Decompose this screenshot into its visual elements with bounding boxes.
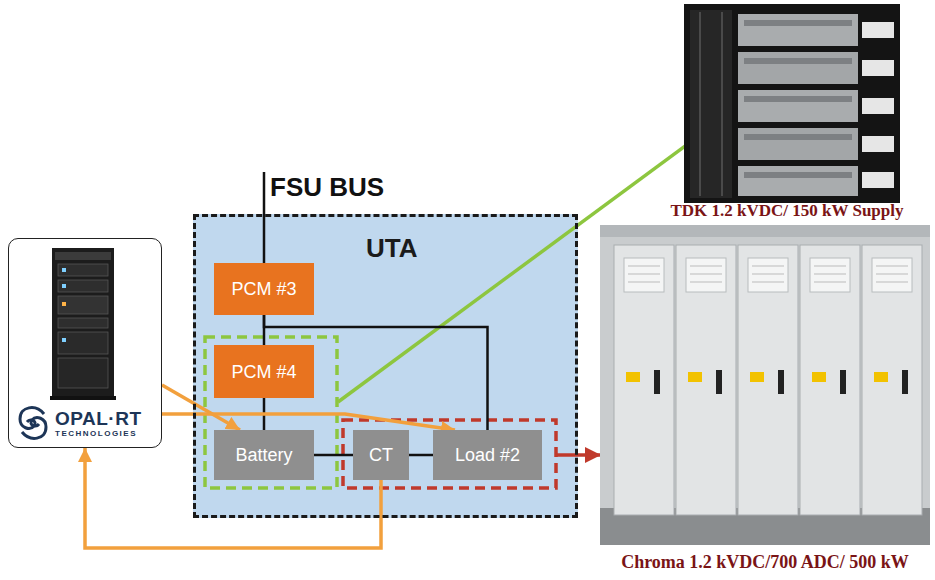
load-group-outline [343,420,556,488]
component-box: Battery [214,430,314,480]
bus-line [263,172,266,263]
logo-symbol [20,408,46,439]
box-label: CT [369,444,393,466]
load-cabinet-photo [600,225,930,545]
region-title: UTA [366,233,575,263]
logo-text: OPAL·RT [55,409,142,429]
connector [314,454,353,457]
component-box: Load #2 [433,430,542,480]
pointer-arrow [557,453,600,457]
photo-caption: TDK 1.2 kVDC/ 150 kW Supply [670,201,903,221]
power-module-box: PCM #3 [214,263,314,315]
box-label: Battery [235,444,292,466]
rack-illustration [50,248,116,400]
bus-name: FSU BUS [270,172,384,202]
connector [162,414,455,430]
component-box: CT [353,430,409,480]
photo-caption: Chroma 1.2 kVDC/700 ADC/ 500 kW [621,551,909,573]
simulator-box: OPAL·RTTECHNOLOGIES [8,238,162,448]
box-label: PCM #4 [231,361,296,383]
box-label: PCM #3 [231,278,296,300]
logo-text: TECHNOLOGIES [55,429,137,439]
connector [409,454,433,457]
testbed-region: UTA PCM #3 PCM #4 Battery CT Load #2 [193,214,578,518]
power-module-box: PCM #4 [214,345,314,398]
box-label: Load #2 [455,444,520,466]
supply-rack-photo [684,4,900,203]
